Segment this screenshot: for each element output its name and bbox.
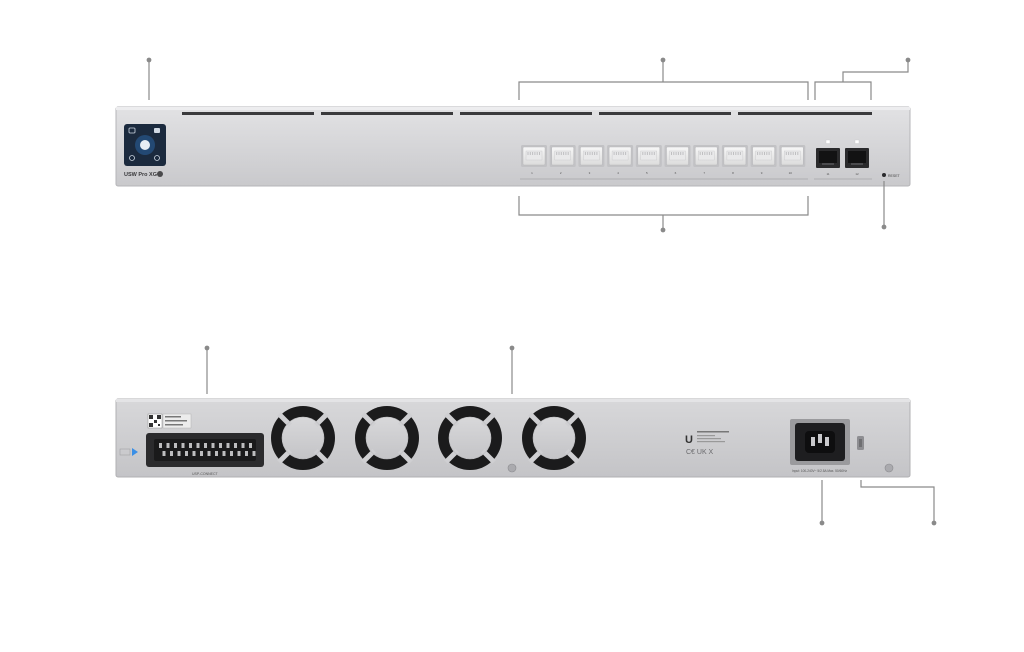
fan-vent <box>438 406 502 470</box>
sfp-led <box>825 139 831 144</box>
rj45-port[interactable]: 7 <box>693 145 720 175</box>
sfp-port-label: 11 <box>826 172 829 176</box>
rj45-port[interactable]: 3 <box>578 145 605 175</box>
leader-dot-usp <box>204 345 210 351</box>
rj45-port-label: 5 <box>646 171 648 175</box>
power-inlet[interactable] <box>790 419 850 465</box>
screw <box>507 463 517 473</box>
fan-vent <box>271 406 335 470</box>
sfp-port-strip <box>814 178 872 180</box>
rj45-port[interactable]: 9 <box>750 145 777 175</box>
fan-vent <box>522 406 586 470</box>
rj45-port-label: 10 <box>789 171 793 175</box>
leader-dot-fans <box>509 345 515 351</box>
rj45-port[interactable]: 4 <box>607 145 634 175</box>
sfp-port-label: 12 <box>855 172 859 176</box>
leader-dot-clip <box>931 520 937 526</box>
rj45-port-label: 6 <box>675 171 677 175</box>
rj45-port[interactable]: 8 <box>721 145 748 175</box>
certification-marks-icon: C€ UK X <box>686 449 714 456</box>
leader-dot-reset <box>881 224 887 230</box>
sfp-port[interactable]: 12 <box>845 139 869 176</box>
cable-retention-clip[interactable] <box>857 436 864 450</box>
vent-slots <box>182 112 872 115</box>
sfp-port-group: 11 12 <box>816 139 869 176</box>
sfp-port[interactable]: 11 <box>816 139 840 176</box>
rj45-port-label: 9 <box>761 171 763 175</box>
leader-dot-rj45-bottom <box>660 227 666 233</box>
leader-dot-power <box>819 520 825 526</box>
fan-group <box>271 406 586 470</box>
rj45-port[interactable]: 10 <box>779 145 806 175</box>
rj45-port-label: 4 <box>617 171 619 175</box>
rear-panel: USP-CONNECT U C€ UK X Input: 100-240V~ 5… <box>115 398 911 478</box>
leader-dot-rj45-top <box>660 57 666 63</box>
ubiquiti-logo-icon: U <box>685 434 693 446</box>
reset-button[interactable] <box>882 173 886 177</box>
rj45-port-label: 1 <box>531 171 533 175</box>
qr-code-label <box>147 413 192 429</box>
regulatory-label: U C€ UK X <box>685 431 729 456</box>
leader-lines <box>148 61 935 522</box>
rj45-port-strip <box>520 178 808 180</box>
rj45-port-label: 8 <box>732 171 734 175</box>
rj45-port[interactable]: 1 <box>521 145 547 175</box>
screw <box>884 463 894 473</box>
touchscreen[interactable] <box>124 124 166 166</box>
unifi-badge-icon <box>157 171 163 177</box>
rj45-port[interactable]: 2 <box>549 145 576 175</box>
leader-dot-touchscreen <box>146 57 152 63</box>
rj45-port-label: 2 <box>560 171 562 175</box>
rj45-port-label: 3 <box>589 171 591 175</box>
rj45-port-group: 1 2 3 4 5 6 7 8 9 10 <box>521 145 806 175</box>
ground-arrow-icon <box>132 448 138 456</box>
leader-dot-sfp <box>905 57 911 63</box>
fan-vent <box>355 406 419 470</box>
rj45-port[interactable]: 5 <box>635 145 662 175</box>
rj45-port[interactable]: 6 <box>664 145 691 175</box>
sfp-led <box>854 139 860 144</box>
leader-dots <box>146 57 937 526</box>
usp-connector[interactable] <box>146 433 264 467</box>
power-spec-label: Input: 100-240V~ 5/2.5A Max. 50/60Hz <box>792 469 847 473</box>
model-label: USW Pro XG <box>124 172 157 178</box>
rj45-port-label: 7 <box>703 171 705 175</box>
reset-label: RESET <box>888 174 901 178</box>
usp-connector-label: USP-CONNECT <box>192 472 219 476</box>
